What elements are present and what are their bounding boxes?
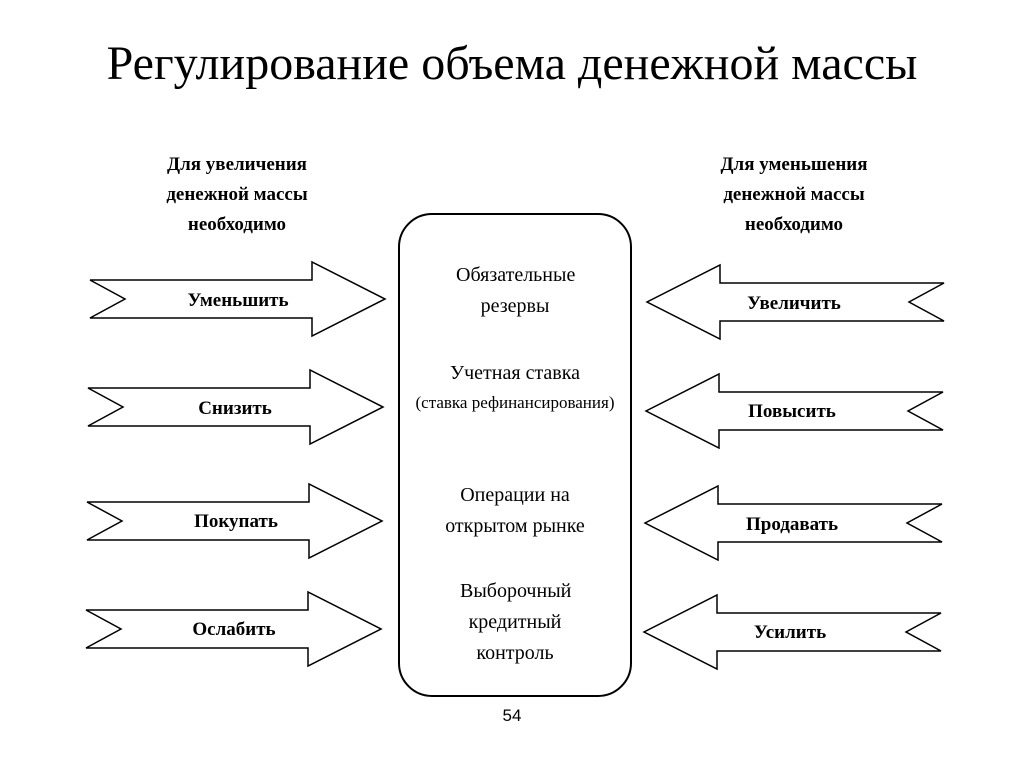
left-arrow-1 [89,260,387,338]
left-action-label: Уменьшить [187,290,289,311]
left-arrow-4 [85,590,383,668]
page-number: 54 [502,706,522,725]
instrument-reserves: Обязательные резервы [398,260,632,322]
instrument-main-text: Операции на открытом рынке [445,484,585,537]
instruments-box [398,213,632,697]
instrument-sub-text: (ставка рефинансирования) [415,393,615,412]
right-action-label: Увеличить [747,293,841,314]
left-action-label: Покупать [194,511,278,532]
left-action-label: Снизить [198,398,272,419]
slide-title: Регулирование объема денежной массы [106,37,918,90]
instrument-open-market: Операции на открытом рынке [398,480,632,542]
instrument-selective-credit: Выборочный кредитный контроль [398,576,632,669]
left-action-label: Ослабить [192,619,276,640]
instrument-main-text: Обязательные резервы [456,264,576,317]
instrument-main-text: Выборочный кредитный контроль [460,580,572,664]
right-column-header: Для уменьшения денежной массы необходимо [720,154,868,235]
right-arrow-4 [642,593,942,671]
left-arrow-2 [87,368,385,446]
right-action-label: Усилить [753,622,827,643]
right-arrow-3 [643,484,943,562]
instrument-main-text: Учетная ставка [449,362,581,384]
instrument-discount-rate: Учетная ставка (ставка рефинансирования) [398,358,632,417]
right-arrow-2 [644,372,944,450]
right-action-label: Повысить [748,401,836,422]
left-arrow-3 [86,482,384,560]
right-arrow-1 [645,263,945,341]
left-column-header: Для увеличения денежной массы необходимо [166,154,308,235]
right-action-label: Продавать [745,514,839,535]
